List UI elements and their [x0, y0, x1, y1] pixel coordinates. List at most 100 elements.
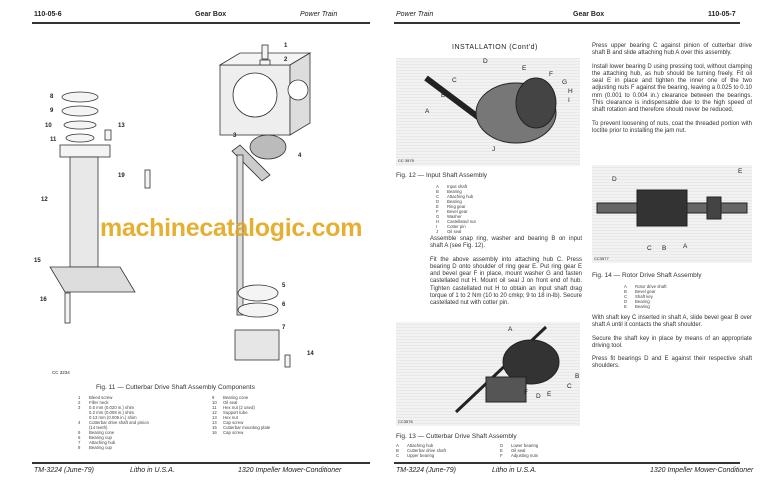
label: B	[575, 373, 580, 380]
legend-item: H Castellated nut	[436, 219, 476, 224]
paragraph: With shaft key C inserted in shaft A, sl…	[592, 315, 752, 329]
label: E	[547, 391, 552, 398]
callout: 10	[45, 123, 52, 129]
legend-text: Hex nut (2 used)	[223, 405, 255, 410]
legend-text: Input shaft	[447, 184, 468, 189]
paragraph: Secure the shaft key in place by means o…	[592, 335, 752, 349]
callout: 15	[34, 258, 41, 264]
legend-key: 7	[78, 440, 81, 445]
legend-key: B	[436, 189, 439, 194]
legend-item: 12 Support tube	[212, 410, 322, 415]
label: H	[568, 88, 573, 95]
legend-key: 8	[78, 445, 81, 450]
legend-key: 12	[212, 410, 217, 415]
label: B	[662, 245, 667, 252]
legend-text: Oil seal	[511, 448, 526, 453]
legend-text: Bleed screw	[89, 395, 113, 400]
legend-item: 0.13 mm (0.005 in.) shim	[78, 415, 188, 420]
litho: Litho in U.S.A.	[130, 467, 175, 474]
legend-item: F Bevel gear	[436, 209, 476, 214]
label: A	[508, 326, 513, 333]
label: F	[549, 71, 553, 78]
model-name: 1320 Impeller Mower-Conditioner	[238, 467, 342, 474]
paragraph: Press upper bearing C against pinion of …	[592, 43, 752, 57]
doc-number: TM-3224 (June-79)	[396, 467, 456, 474]
figure-13-photo	[396, 322, 580, 426]
legend-text: Filler neck	[89, 400, 109, 405]
label: D	[536, 393, 541, 400]
legend-text: Cutterbar drive shaft and pinion	[89, 420, 149, 425]
callout: 11	[50, 137, 57, 143]
label: E	[522, 65, 527, 72]
legend-key: C	[624, 294, 628, 299]
legend-text: Bearing cup	[89, 445, 112, 450]
legend-text: Attaching hub	[447, 194, 474, 199]
legend-text: Shaft key	[635, 294, 653, 299]
legend-text: Bevel gear	[635, 289, 656, 294]
legend-text: Castellated nut	[447, 219, 476, 224]
legend-key: 1	[78, 395, 81, 400]
litho: Litho in U.S.A.	[492, 467, 537, 474]
legend-item: 8 Bearing cup	[78, 445, 188, 450]
legend-text: Cotter pin	[447, 224, 466, 229]
figure-code: CC 3234	[52, 370, 70, 375]
figure-code: CC3577	[594, 256, 609, 261]
footer-rule	[32, 462, 370, 464]
assembly-text: Assemble snap ring, washer and bearing B…	[430, 236, 582, 314]
callout: 16	[40, 297, 47, 303]
legend-text: Bevel gear	[447, 209, 468, 214]
legend-item: I Cotter pin	[436, 224, 476, 229]
legend-text: 0.2 mm (0.008 in.) shim	[89, 410, 135, 415]
legend-key: B	[396, 448, 399, 453]
legend-key: 11	[212, 405, 217, 410]
legend-item: E Bearing	[624, 304, 667, 309]
legend-key: F	[500, 453, 503, 458]
legend-key: F	[436, 209, 439, 214]
legend-item: 11 Hex nut (2 used)	[212, 405, 322, 410]
legend-text: Attaching hub	[407, 443, 434, 448]
legend-text: Oil seal	[447, 229, 462, 234]
page-number: 110-05-6	[34, 11, 62, 18]
page-number: 110-05-7	[708, 11, 736, 18]
figure-13-caption: Fig. 13 — Cutterbar Drive Shaft Assembly	[396, 433, 517, 440]
doc-number: TM-3224 (June-79)	[34, 467, 94, 474]
header-rule	[394, 22, 740, 24]
label: J	[492, 146, 496, 153]
footer-rule	[394, 462, 740, 464]
legend-key: E	[500, 448, 503, 453]
legend-text: Support tube	[223, 410, 248, 415]
legend-key: A	[396, 443, 399, 448]
legend-key: I	[436, 224, 438, 229]
callout: 2	[284, 57, 288, 63]
callout: 8	[50, 94, 54, 100]
legend-key: E	[624, 304, 627, 309]
label: A	[683, 243, 688, 250]
legend-text: (14 teeth)	[89, 425, 108, 430]
legend-key: 16	[212, 430, 217, 435]
figure-code: CC 3575	[398, 158, 414, 163]
legend-item: E Oil seal	[500, 448, 538, 453]
section-title: Gear Box	[573, 11, 605, 18]
legend-key: H	[436, 219, 440, 224]
rotor-shaft-text: With shaft key C inserted in shaft A, sl…	[592, 315, 752, 377]
label: C	[567, 383, 572, 390]
legend-text: Upper bearing	[407, 453, 435, 458]
legend-text: Bearing	[635, 304, 650, 309]
label: I	[568, 97, 570, 104]
